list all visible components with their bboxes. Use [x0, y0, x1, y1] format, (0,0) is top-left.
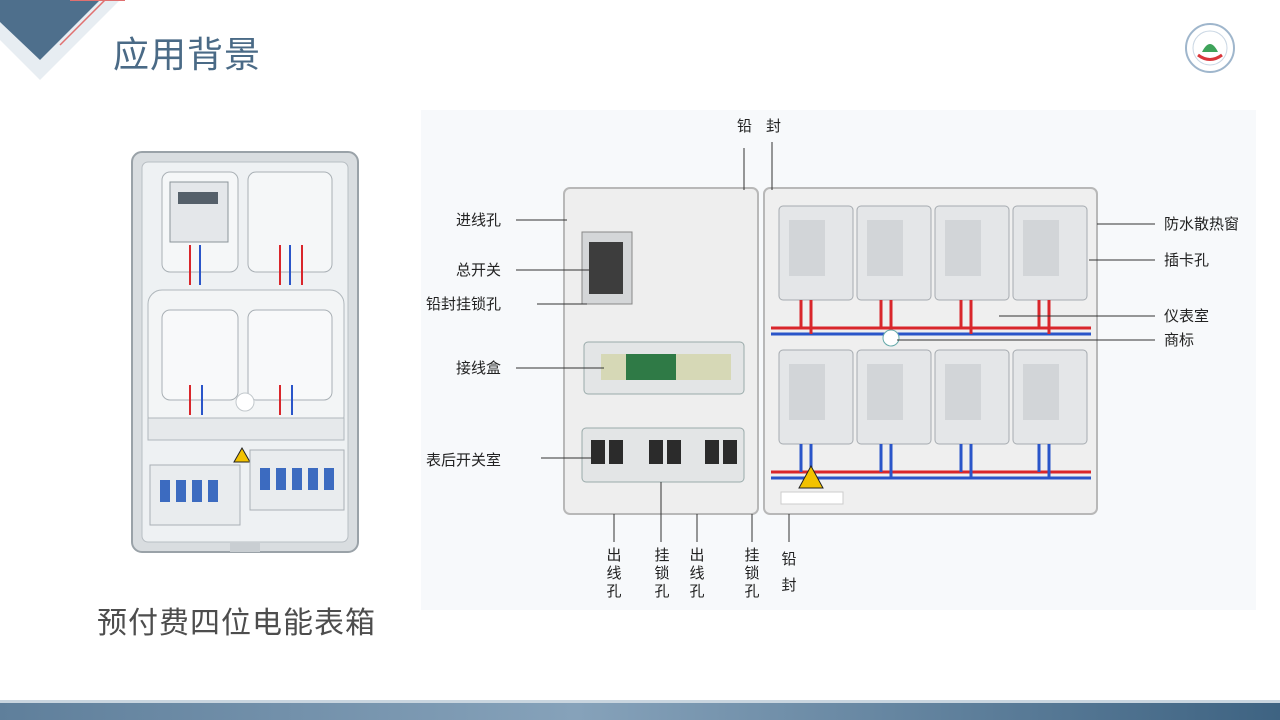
label-lead: 铅: [737, 117, 766, 135]
label-junction-box: 接线盒: [456, 360, 501, 377]
label-post-meter-switch-room: 表后开关室: [426, 452, 501, 469]
label-waterproof-vent: 防水散热窗: [1164, 216, 1239, 233]
label-meter-room: 仪表室: [1164, 308, 1209, 325]
label-lead-seal-bottom: 铅封: [781, 546, 797, 598]
school-seal-logo: [1184, 22, 1236, 74]
page-title: 应用背景: [113, 26, 261, 78]
label-outlet-hole-1: 出线孔: [606, 546, 622, 600]
meter-box-diagram: [421, 110, 1256, 610]
label-inlet-hole: 进线孔: [456, 212, 501, 229]
label-trademark: 商标: [1164, 332, 1194, 349]
footer-bar: [0, 703, 1280, 720]
label-card-slot: 插卡孔: [1164, 252, 1209, 269]
annotated-meter-box-figure: 铅封 进线孔 总开关 铅封挂锁孔 接线盒 表后开关室 防水散热窗 插卡孔 仪表室…: [421, 110, 1256, 610]
label-outlet-hole-2: 出线孔: [689, 546, 705, 600]
label-seal-lock-hole: 铅封挂锁孔: [426, 296, 501, 313]
label-seal: 封: [766, 117, 795, 135]
figure-caption: 预付费四位电能表箱: [97, 598, 376, 642]
meter-box-photo: [130, 150, 360, 558]
label-padlock-hole-2: 挂锁孔: [744, 546, 760, 600]
label-padlock-hole-1: 挂锁孔: [654, 546, 670, 600]
label-lead-seal-top: 铅封: [737, 115, 795, 136]
label-main-switch: 总开关: [456, 262, 501, 279]
